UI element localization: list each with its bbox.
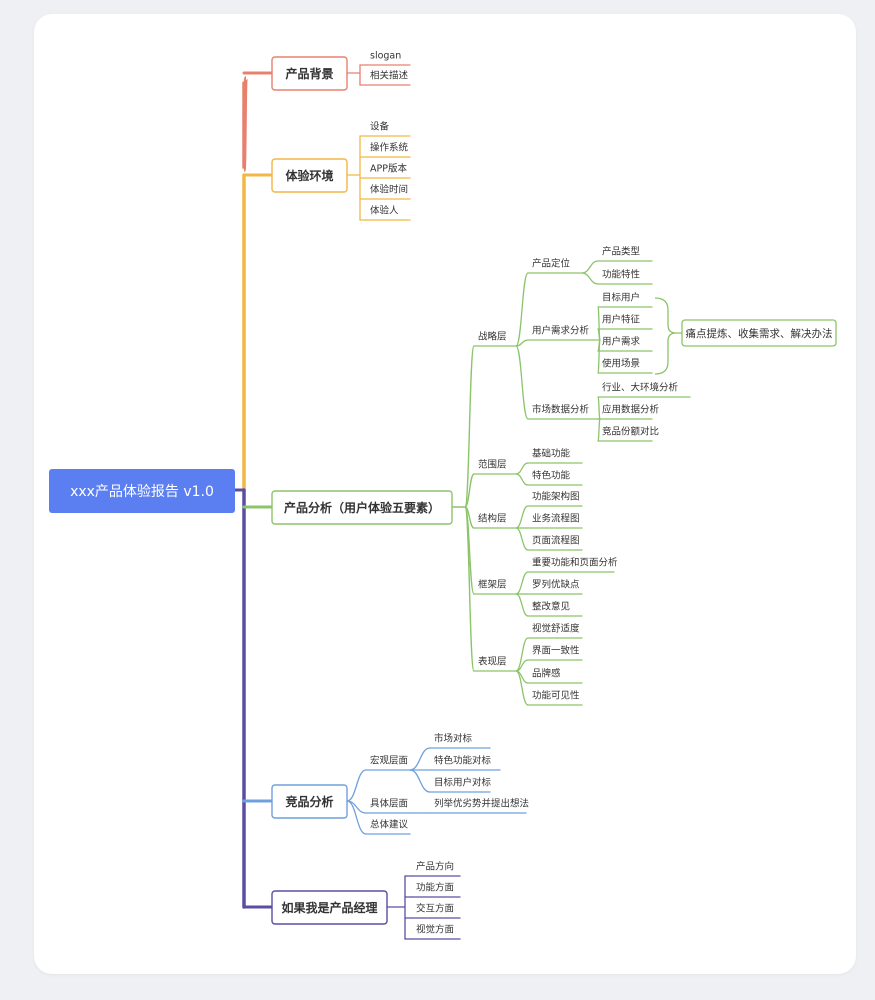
leaf-env-3: 体验时间 [370,184,408,196]
leaf-pm-3: 视觉方面 [416,924,454,936]
layer-curve-0 [464,345,475,508]
item-curve-2-0 [597,396,601,420]
competitor-curve-2 [346,800,367,835]
group-curve-0 [515,272,529,347]
strategy-item-1-0: 目标用户 [602,292,640,304]
layer-3-item-1: 罗列优缺点 [532,579,580,591]
layer-item-curve-2-2 [515,527,529,551]
layer-2-item-2: 页面流程图 [532,535,580,547]
layer-2-item-0: 功能架构图 [532,491,580,503]
layer-item-curve-3-0 [515,571,529,595]
strategy-item-2-1: 应用数据分析 [602,404,660,416]
strategy-item-1-3: 使用场景 [602,358,640,370]
layer-1-item-1: 特色功能 [532,470,571,482]
item-curve-0-0 [581,260,599,274]
layer-1: 范围层 [478,459,507,471]
item-curve-2-2 [597,418,601,442]
layer-3: 框架层 [478,579,507,591]
strategy-group-1: 用户需求分析 [532,325,590,337]
competitor-group-2: 总体建议 [370,819,409,831]
branch-if-pm-box [271,890,388,925]
layer-item-curve-4-3 [515,670,529,706]
leaf-bg-0: slogan [370,51,401,62]
root-node-label: xxx产品体验报告 v1.0 [70,484,214,500]
needs-brace [654,297,677,375]
callout-box [681,319,837,347]
strategy-item-0-1: 功能特性 [602,269,641,281]
layer-4: 表现层 [478,656,507,668]
layer-2: 结构层 [478,513,507,525]
layer-2-item-1: 业务流程图 [532,513,580,525]
leaf-bg-1: 相关描述 [370,70,409,82]
layer-3-item-0: 重要功能和页面分析 [532,557,618,569]
leaf-pm-0: 产品方向 [416,861,454,873]
branch-competitor-label: 竞品分析 [285,794,333,809]
strategy-item-0-0: 产品类型 [602,246,641,258]
branch-product-background-box [271,56,348,91]
item-curve-0-1 [581,272,599,285]
competitor-curve-0 [346,769,367,802]
layer-item-curve-3-2 [515,593,529,617]
strategy-item-2-0: 行业、大环境分析 [602,382,679,394]
competitor-group-0: 宏观层面 [370,755,408,767]
branch-product-analysis-label: 产品分析（用户体验五要素） [284,500,440,515]
leaf-pm-2: 交互方面 [416,903,454,915]
competitor-group-1: 具体层面 [370,798,408,810]
strategy-item-1-1: 用户特征 [602,314,641,326]
layer-curve-4 [464,506,475,672]
branch-product-analysis-box [271,490,453,525]
layer-item-curve-1-0 [515,462,529,475]
macro-curve-2 [409,769,431,793]
macro-curve-0 [409,747,431,771]
strategy-item-1-2: 用户需求 [602,336,641,348]
leaf-env-1: 操作系统 [370,142,409,154]
branch-product-background-label: 产品背景 [285,66,333,81]
branch-experience-env-label: 体验环境 [285,168,333,183]
group-curve-1 [515,339,529,347]
leaf-env-2: APP版本 [370,163,407,175]
layer-3-item-2: 整改意见 [532,601,570,613]
strategy-group-2: 市场数据分析 [532,404,590,416]
layer-curve-1 [464,473,475,508]
layer-item-curve-1-1 [515,473,529,486]
layer-4-item-3: 功能可见性 [532,690,580,702]
layer-1-item-0: 基础功能 [532,448,571,460]
concrete-item-0: 列举优劣势并提出想法 [434,798,529,810]
strategy-group-0: 产品定位 [532,258,571,270]
branch-experience-env-box [271,158,348,193]
layer-item-curve-2-0 [515,505,529,529]
macro-item-1: 特色功能对标 [434,755,492,767]
layer-4-item-2: 品牌感 [532,668,561,680]
item-curve-1-3 [597,339,601,374]
branch-if-pm-label: 如果我是产品经理 [281,900,377,915]
macro-item-2: 目标用户对标 [434,777,492,789]
layer-4-item-1: 界面一致性 [532,645,580,657]
callout-label: 痛点提炼、收集需求、解决办法 [686,327,833,340]
leaf-env-4: 体验人 [370,205,399,217]
branch-competitor-box [271,784,348,819]
strategy-item-2-2: 竞品份额对比 [602,426,659,438]
layer-4-item-0: 视觉舒适度 [532,623,580,635]
macro-item-0: 市场对标 [434,733,473,745]
layer-0: 战略层 [478,331,507,343]
leaf-pm-1: 功能方面 [416,882,454,894]
leaf-env-0: 设备 [370,121,390,133]
connector-lines [233,64,691,940]
group-curve-2 [515,345,529,420]
root-node-box [49,469,235,513]
